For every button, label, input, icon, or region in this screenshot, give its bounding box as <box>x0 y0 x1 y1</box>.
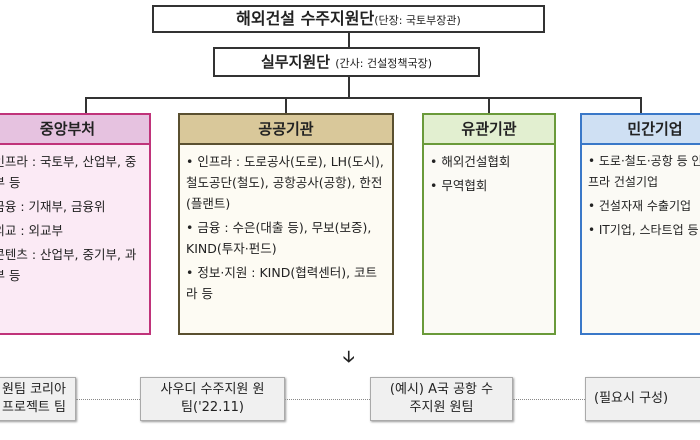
group-item: • 정보·지원 : KIND(협력센터), 코트라 등 <box>186 265 378 301</box>
connector <box>488 97 490 113</box>
group-header: 중앙부처 <box>0 115 149 145</box>
group-header: 공공기관 <box>180 115 392 145</box>
arrow-down-icon: 🡣 <box>343 347 355 366</box>
dotted-connector <box>76 399 140 400</box>
connector <box>348 77 350 98</box>
group-item: • 금융 : 수은(대출 등), 무보(보증), KIND(투자·펀드) <box>186 220 372 256</box>
group-item: • 도로·철도·공항 등 인프라 건설기업 <box>588 154 700 189</box>
connector <box>85 97 87 113</box>
group-item: • 인프라 : 국토부, 산업부, 중기부 등 <box>0 154 137 190</box>
second-note: (간사: 건설정책국장) <box>335 57 432 70</box>
team-box: (필요시 구성) <box>585 377 700 421</box>
group-private-companies: 민간기업 • 도로·철도·공항 등 인프라 건설기업 • 건설자재 수출기업 •… <box>580 113 700 335</box>
dotted-connector <box>285 399 370 400</box>
second-title: 실무지원단 <box>261 53 331 71</box>
group-item: • IT기업, 스타트업 등 <box>588 223 699 237</box>
connector <box>348 33 350 47</box>
team-label: (예시) A국 공항 수주지원 원팀 <box>389 382 494 415</box>
top-committee-box: 해외건설 수주지원단(단장: 국토부장관) <box>152 5 545 33</box>
group-related-organizations: 유관기관 • 해외건설협회 • 무역협회 <box>422 113 556 335</box>
group-header: 유관기관 <box>424 115 554 145</box>
group-item: • 해외건설협회 <box>430 154 511 169</box>
team-box: (예시) A국 공항 수주지원 원팀 <box>370 377 513 421</box>
group-item: • 건설자재 수출기업 <box>588 199 692 213</box>
team-label: 사우디 수주지원 원팀('22.11) <box>160 382 265 415</box>
group-item: • 콘텐츠 : 산업부, 중기부, 과기부 등 <box>0 247 137 283</box>
connector <box>285 97 287 113</box>
group-item: • 무역협회 <box>430 178 488 193</box>
working-group-box: 실무지원단 (간사: 건설정책국장) <box>213 47 480 77</box>
dotted-connector <box>513 399 585 400</box>
connector <box>85 97 642 99</box>
connector <box>640 97 642 113</box>
team-label: 원팀 코리아 프로젝트 팀 <box>2 382 66 415</box>
group-public-institutions: 공공기관 • 인프라 : 도로공사(도로), LH(도시), 철도공단(철도),… <box>178 113 394 335</box>
team-box: 사우디 수주지원 원팀('22.11) <box>140 377 285 421</box>
group-item: • 인프라 : 도로공사(도로), LH(도시), 철도공단(철도), 공항공사… <box>186 154 384 211</box>
group-header: 민간기업 <box>582 115 700 145</box>
team-box: 원팀 코리아 프로젝트 팀 <box>0 377 76 421</box>
team-label: (필요시 구성) <box>594 391 669 406</box>
group-central-ministries: 중앙부처 • 인프라 : 국토부, 산업부, 중기부 등 • 금융 : 기재부,… <box>0 113 151 335</box>
top-title: 해외건설 수주지원단 <box>236 9 375 28</box>
group-item: • 외교 : 외교부 <box>0 223 64 238</box>
top-note: (단장: 국토부장관) <box>374 14 461 27</box>
group-item: • 금융 : 기재부, 금융위 <box>0 199 106 214</box>
